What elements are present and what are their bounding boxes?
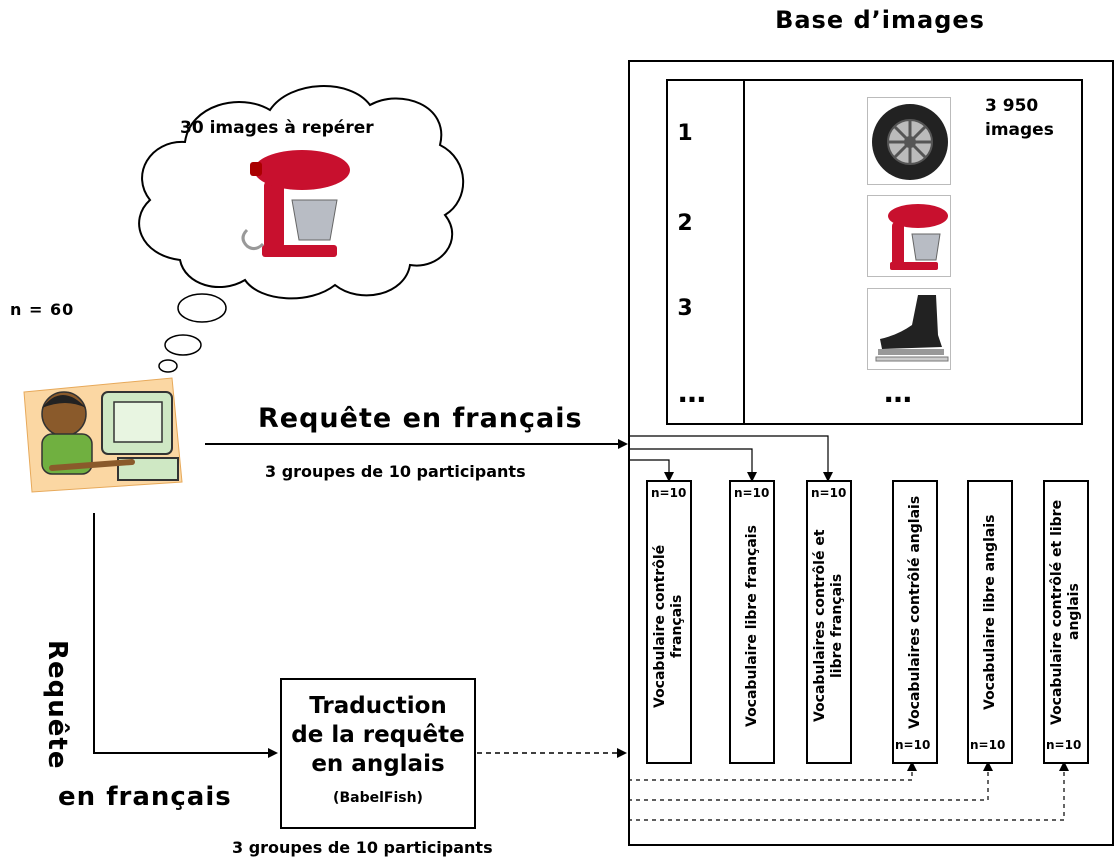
group-n-4: n=10 (895, 738, 931, 752)
stand-mixer-thumb-icon (867, 195, 951, 277)
participants-count: n = 60 (10, 300, 75, 319)
group-n-3: n=10 (811, 486, 847, 500)
translation-title: Traduction de la requête en anglais (280, 692, 476, 779)
group-column-1: n=10 Vocabulaire contrôlé français (646, 480, 692, 764)
thought-cloud (138, 85, 465, 373)
branch-col4 (628, 761, 917, 781)
image-ellipsis-left: … (678, 376, 708, 409)
person-computer-icon (23, 377, 183, 493)
group-column-5: Vocabulaire libre anglais n=10 (967, 480, 1013, 764)
translation-subtitle: (BabelFish) (333, 790, 423, 806)
group-n-2: n=10 (734, 486, 770, 500)
cloud-label: 30 images à repérer (180, 118, 374, 138)
branch-col2 (628, 448, 757, 482)
branch-col6 (628, 761, 1069, 821)
image-count-number: 3 950 (985, 96, 1039, 116)
branch-col1 (628, 459, 674, 482)
group-n-6: n=10 (1046, 738, 1082, 752)
image-count-unit: images (985, 120, 1054, 140)
image-number-1: 1 (677, 121, 693, 146)
image-count: 3 950 images (985, 94, 1054, 142)
query-arrow-vertical (93, 513, 278, 758)
translation-line-2: de la requête (291, 722, 465, 748)
query-label-vertical: Requête (42, 640, 72, 770)
group-column-3: n=10 Vocabulaires contrôlé et libre fran… (806, 480, 852, 764)
group-label-1: Vocabulaire contrôlé français (652, 544, 685, 708)
groups-label-bottom: 3 groupes de 10 participants (232, 838, 493, 857)
group-label-6: Vocabulaire contrôlé et libre anglais (1049, 499, 1082, 725)
group-n-1: n=10 (651, 486, 687, 500)
translation-line-3: en anglais (311, 751, 445, 777)
group-label-2: Vocabulaire libre français (743, 525, 760, 727)
group-column-2: n=10 Vocabulaire libre français (729, 480, 775, 764)
groups-label-top: 3 groupes de 10 participants (265, 462, 526, 481)
branch-col3 (628, 435, 833, 482)
stand-mixer-icon (241, 150, 350, 257)
group-n-5: n=10 (970, 738, 1006, 752)
group-label-4: Vocabulaires contrôlé anglais (906, 495, 923, 729)
group-column-4: Vocabulaires contrôlé anglais n=10 (892, 480, 938, 764)
branch-col5 (628, 761, 993, 801)
image-list-box (666, 79, 1083, 425)
group-label-5: Vocabulaire libre anglais (981, 514, 998, 710)
image-number-2: 2 (677, 211, 693, 236)
query-label-vertical-2: en français (58, 782, 232, 812)
translation-box (280, 678, 476, 829)
diagram-title: Base d’images (775, 6, 985, 34)
image-number-3: 3 (677, 296, 693, 321)
image-list-divider (743, 79, 745, 425)
ice-skate-icon (867, 288, 951, 370)
translation-line-1: Traduction (309, 693, 447, 719)
group-label-3: Vocabulaires contrôlé et libre français (812, 529, 845, 723)
tire-icon (867, 97, 951, 185)
query-label-top: Requête en français (258, 403, 583, 434)
group-column-6: Vocabulaire contrôlé et libre anglais n=… (1043, 480, 1089, 764)
image-base-box (628, 60, 1114, 846)
image-ellipsis-right: … (884, 376, 914, 409)
